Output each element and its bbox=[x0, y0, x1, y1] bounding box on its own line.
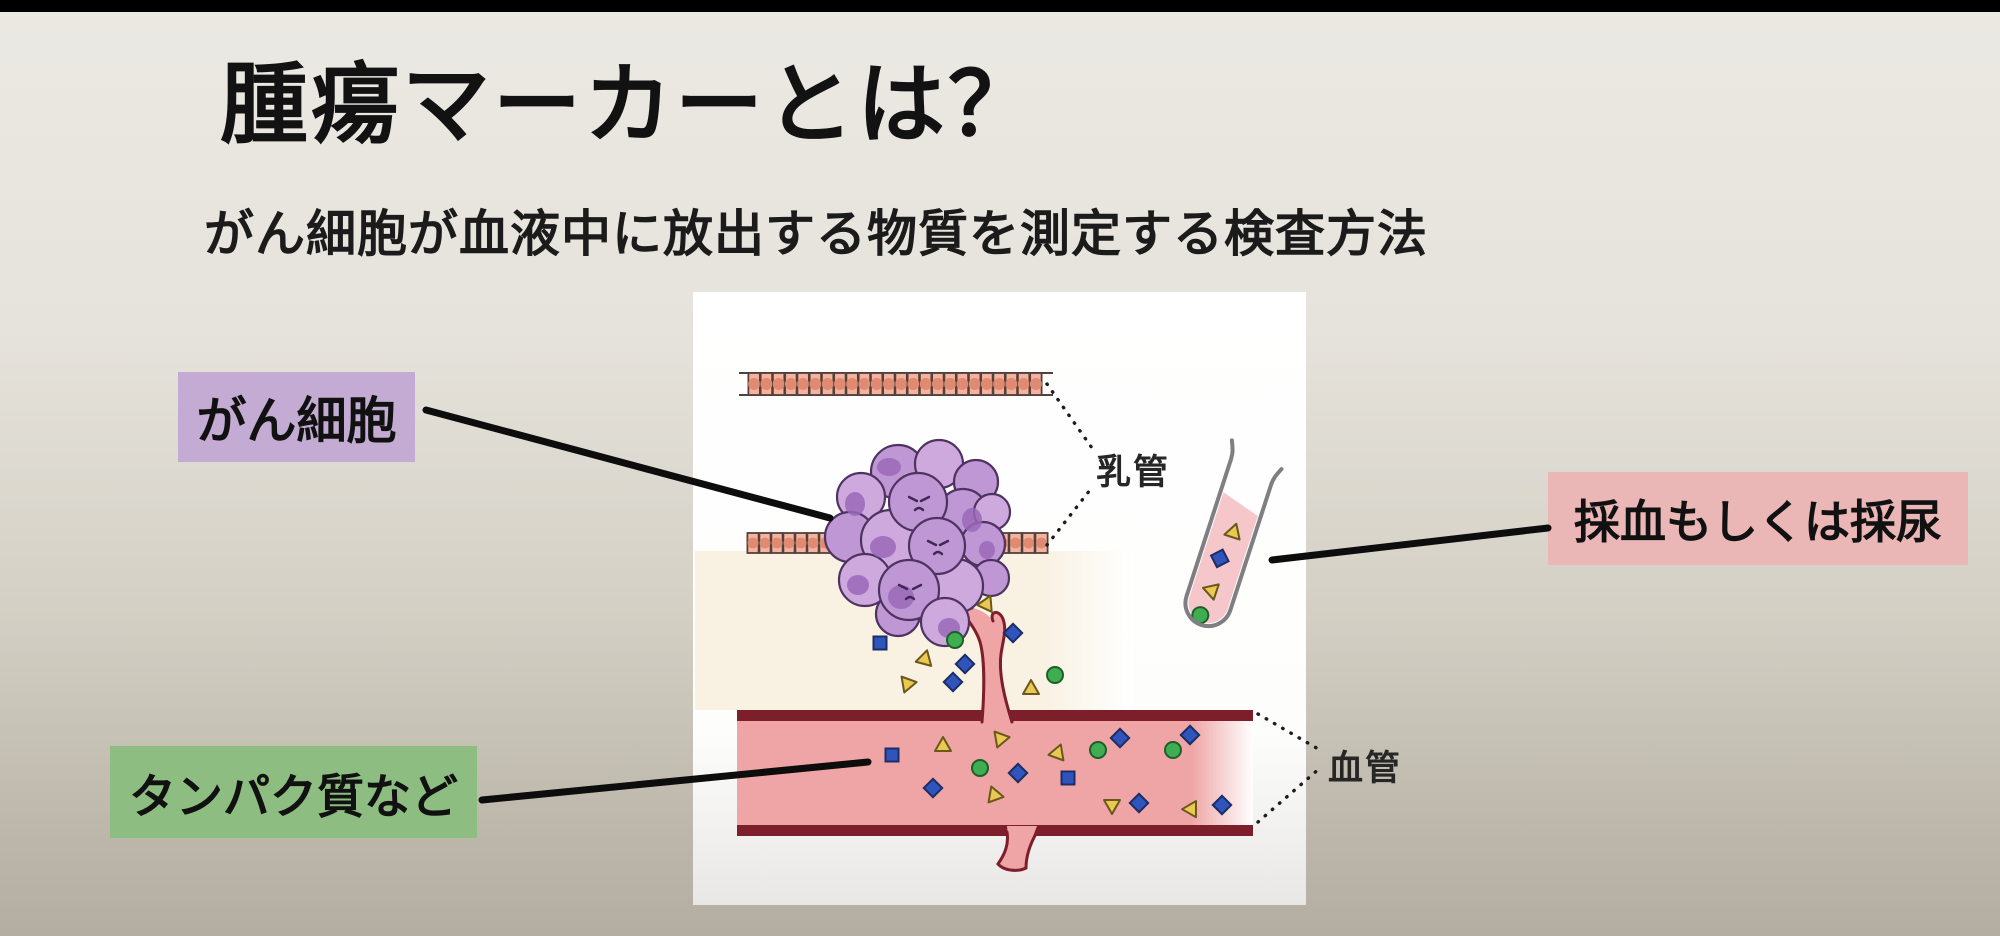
letterbox-top bbox=[0, 0, 2000, 12]
page-subtitle: がん細胞が血液中に放出する物質を測定する検査方法 bbox=[204, 205, 1428, 263]
milk-duct-top bbox=[739, 372, 1053, 396]
vessel-branch-lower bbox=[996, 826, 1039, 872]
breast-tissue-illustration bbox=[695, 372, 1284, 872]
connector-sampling-line bbox=[1268, 524, 1552, 564]
blood-vessel bbox=[737, 710, 1253, 836]
callout-sampling: 採血もしくは採尿 bbox=[1548, 472, 1968, 565]
callout-proteins: タンパク質など bbox=[110, 746, 477, 838]
page-title: 腫瘍マーカーとは？ bbox=[220, 53, 1040, 156]
callout-proteins-label: タンパク質など bbox=[129, 769, 458, 825]
marker-particles-vessel bbox=[884, 724, 1233, 819]
illustration-panel bbox=[693, 292, 1306, 905]
test-tube bbox=[1183, 438, 1284, 629]
marker-particles-tissue bbox=[872, 594, 1064, 695]
cancer-cell-cluster bbox=[823, 438, 1012, 648]
annotation-blood-vessel: 血管 bbox=[1328, 749, 1403, 789]
callout-cancer-cells: がん細胞 bbox=[178, 372, 415, 462]
callout-sampling-label: 採血もしくは採尿 bbox=[1574, 494, 1942, 549]
angry-face-marks bbox=[897, 495, 950, 601]
callout-cancer-cells-label: がん細胞 bbox=[196, 392, 397, 450]
annotation-milk-duct: 乳管 bbox=[1096, 453, 1171, 493]
